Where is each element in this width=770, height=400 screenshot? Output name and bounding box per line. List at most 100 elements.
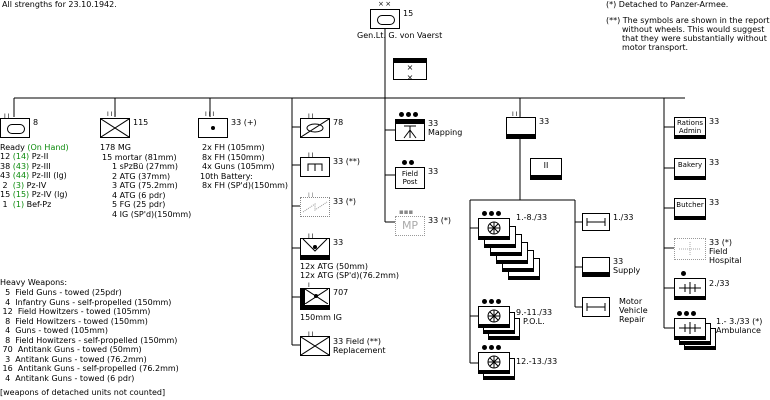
artillery-weapon-line: 8x FH (SP'd)(150mm)	[202, 181, 289, 190]
military-police-number: 33 (*)	[428, 216, 451, 225]
tank-ready-count: 12	[0, 152, 13, 161]
infantry-weapon-line: 2 ATG (37mm)	[112, 171, 171, 181]
pol-column-symbol	[478, 306, 510, 328]
unit-size-mark: I	[308, 282, 310, 289]
unit-size-mark: I I	[308, 331, 314, 338]
tank-ready-count: 43	[0, 171, 13, 180]
artillery-weapon-line: 8x FH (150mm)	[202, 152, 265, 162]
heavy-weapon-row: 16 Antitank Guns - self-propelled (76.2m…	[0, 364, 179, 374]
heavy-weapon-count: 12	[0, 307, 18, 316]
company-dot	[482, 299, 487, 304]
field-replacement-symbol	[300, 336, 330, 356]
tank-row: 15 (15) Pz-IV (lg)	[0, 190, 68, 200]
unit-size-mark: I I I	[512, 111, 522, 118]
transport-column-symbol	[478, 352, 510, 374]
antitank-line-1: 12x ATG (50mm)	[300, 262, 368, 271]
company-dot	[677, 311, 682, 316]
tank-ready-header: Ready (On Hand)	[0, 143, 69, 152]
strengths-date: All strengths for 23.10.1942.	[2, 0, 117, 9]
tank-type: Bef-Pz	[24, 199, 52, 209]
transport-column-symbol	[478, 218, 510, 240]
division-number: 15	[403, 9, 414, 18]
supply-number: 33	[539, 117, 550, 126]
ambulance-number: 1.- 3./33 (*)	[716, 317, 763, 326]
engineer-symbol	[300, 157, 330, 177]
company-dot	[482, 211, 487, 216]
infantry-gun-label: 150mm IG	[300, 313, 342, 322]
heavy-weapon-desc: Guns - towed (105mm)	[15, 326, 108, 335]
pol-label-2: P.O.L.	[523, 317, 545, 326]
heavy-weapon-desc: Antitank Guns - self-propelled (76.2mm)	[17, 364, 179, 373]
tank-on-hand-count: (1)	[10, 199, 25, 209]
heavy-weapon-desc: Antitank Guns - towed (6 pdr)	[15, 373, 135, 383]
heavy-weapon-count: 16	[0, 364, 18, 373]
butcher-symbol: Butcher	[674, 198, 706, 220]
tank-regiment-symbol	[0, 118, 30, 138]
infantry-weapon-line: 178 MG	[100, 143, 131, 152]
replacement-label: Replacement	[333, 346, 386, 355]
infantry-number: 115	[133, 118, 149, 127]
heavy-weapon-count: 70	[0, 345, 18, 354]
heavy-weapon-count: 8	[0, 316, 16, 326]
company-dot	[691, 311, 696, 316]
rations-admin-symbol: Rations Admin	[674, 117, 706, 139]
artillery-weapons-list: 2x FH (105mm)8x FH (150mm)4x Guns (105mm…	[200, 143, 288, 191]
heavy-weapon-row: 3 Antitank Guns - towed (76.2mm)	[0, 355, 179, 365]
heavy-weapon-row: 70 Antitank Guns - towed (50mm)	[0, 345, 179, 355]
note-symbols-4: motor transport.	[622, 43, 689, 52]
tank-type: Pz-III (lg)	[29, 171, 67, 180]
military-police-symbol: MP	[395, 216, 425, 236]
tank-regiment-number: 8	[33, 118, 39, 127]
antitank-line-2: 12x ATG (SP'd)(76.2mm)	[300, 271, 399, 280]
unit-size-mark: I I I	[107, 111, 117, 118]
heavy-weapon-row: 4 Infantry Guns - self-propelled (150mm)	[0, 298, 179, 308]
antitank-number: 33	[333, 238, 344, 247]
columns-label: 1.-8./33	[516, 213, 548, 222]
hospital-label-1: Field	[709, 247, 728, 256]
hq-staff-symbol: ××	[393, 58, 427, 82]
transport-wheel-icon	[487, 221, 501, 235]
infantry-weapon-line: 15 mortar (81mm)	[102, 152, 177, 162]
tank-ready-count: 38	[0, 161, 13, 171]
hospital-number: 33 (*)	[709, 238, 732, 247]
company-dot	[489, 211, 494, 216]
heavy-weapon-row: 4 Antitank Guns - towed (6 pdr)	[0, 374, 179, 384]
recon-number: 78	[333, 118, 344, 127]
transport-wheel-icon	[487, 355, 501, 369]
field-post-symbol: Field Post	[395, 167, 425, 189]
heavy-weapon-row: 5 Field Guns - towed (25pdr)	[0, 288, 179, 298]
tank-row: 2 (3) Pz-IV	[0, 181, 68, 191]
infantry-weapon-line: 5 FG (25 pdr)	[112, 200, 166, 209]
repair-label-1: Motor	[619, 297, 643, 306]
tank-on-hand-count: (44)	[12, 171, 30, 180]
heavy-weapons-list: 5 Field Guns - towed (25pdr) 4 Infantry …	[0, 288, 179, 383]
artillery-weapon-line: 4x Guns (105mm)	[202, 162, 275, 171]
tank-type: Pz-III	[29, 161, 51, 171]
transport-wheel-icon	[487, 309, 501, 323]
company-dot	[489, 299, 494, 304]
maintenance-symbol	[582, 213, 610, 231]
tank-on-hand-count: (15)	[12, 190, 30, 199]
panzer-division-symbol	[370, 9, 400, 29]
repair-label-2: Vehicle	[619, 306, 648, 315]
note-symbols-1: (**) The symbols are shown in the report	[606, 16, 770, 25]
heavy-weapon-row: 12 Field Howitzers - towed (105mm)	[0, 307, 179, 317]
engineer-number: 33 (**)	[333, 157, 360, 166]
heavy-weapon-row: 4 Guns - towed (105mm)	[0, 326, 179, 336]
artillery-weapon-line: 10th Battery:	[200, 171, 253, 181]
company-dot	[684, 311, 689, 316]
infantry-weapon-line: 4 ATG (6 pdr)	[112, 190, 166, 200]
antitank-symbol	[300, 238, 330, 260]
butcher-number: 33	[709, 198, 720, 207]
tank-type: Pz-II	[29, 152, 49, 161]
rations-number: 33	[709, 117, 720, 126]
company-dot	[482, 345, 487, 350]
unit-size-mark: I I	[308, 113, 314, 120]
medical-company-number: 2./33	[709, 279, 730, 288]
division-size-mark: × ×	[378, 0, 392, 8]
heavy-weapon-count: 4	[0, 326, 16, 335]
supply-command-symbol	[506, 117, 536, 139]
heavy-weapon-count: 3	[0, 354, 16, 364]
